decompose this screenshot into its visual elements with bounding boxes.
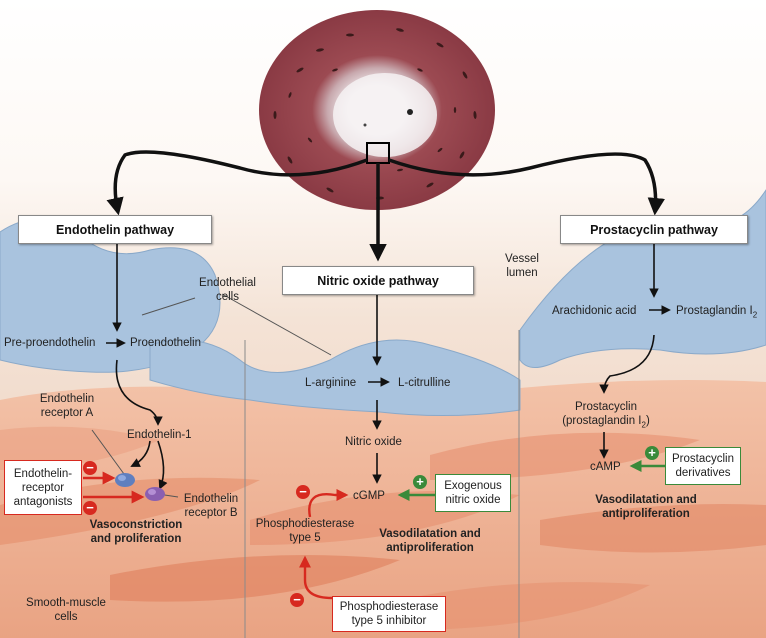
minus-sign-1: −	[83, 460, 97, 475]
svg-text:−: −	[86, 460, 94, 475]
l-citrulline-label: L-citrulline	[398, 377, 451, 389]
vasodilatation-no-label: Vasodilatation and antiproliferation	[379, 528, 481, 554]
endothelin-receptor-b-label: Endothelin receptor B	[183, 493, 239, 519]
pde5-arrows	[299, 489, 349, 600]
svg-text:−: −	[86, 500, 94, 515]
exogenous-nitric-oxide-box: Exogenous nitric oxide	[435, 474, 511, 512]
stimulate-arrows	[397, 460, 665, 501]
pde5-inhibitor-box: Phosphodiesterase type 5 inhibitor	[332, 596, 446, 632]
minus-sign-pde5: −	[296, 484, 310, 499]
minus-sign-2: −	[83, 500, 97, 515]
prostacyclin-derivatives-box: Prostacyclin derivatives	[665, 447, 741, 485]
svg-text:+: +	[416, 474, 424, 489]
antagonist-arrows	[83, 471, 145, 504]
camp-label: cAMP	[590, 461, 621, 473]
prostacyclin-label: Prostacyclin (prostaglandin I2)	[562, 401, 650, 430]
receptor-a	[115, 473, 135, 487]
nitric-oxide-label: Nitric oxide	[345, 436, 402, 448]
prostacyclin-arrows	[599, 242, 671, 459]
endothelin-receptor-antagonists-box: Endothelin- receptor antagonists	[4, 460, 82, 515]
divider-lines	[244, 330, 520, 638]
endothelial-cells-label: Endothelial cells	[199, 277, 256, 303]
vessel-lumen-label: Vessel lumen	[505, 253, 539, 279]
pre-proendothelin-label: Pre-proendothelin	[4, 337, 96, 349]
endothelin-receptor-a-label: Endothelin receptor A	[39, 393, 95, 419]
smooth-muscle-cells-label: Smooth-muscle cells	[26, 597, 106, 623]
vasodilatation-pc-label: Vasodilatation and antiproliferation	[595, 494, 697, 520]
prostacyclin-pathway-title: Prostacyclin pathway	[560, 215, 748, 244]
svg-text:+: +	[648, 445, 656, 460]
no-arrows	[141, 290, 390, 484]
vessel-cross-section	[259, 10, 495, 210]
l-arginine-label: L-arginine	[305, 377, 357, 389]
prostaglandin-i2-label: Prostaglandin I2	[676, 305, 758, 320]
plus-sign-pc: +	[645, 445, 659, 460]
vasoconstriction-label: Vasoconstriction and proliferation	[89, 519, 183, 545]
plus-sign-no: +	[413, 474, 427, 489]
svg-text:−: −	[299, 484, 307, 499]
cgmp-label: cGMP	[353, 490, 385, 502]
nitric-oxide-pathway-title: Nitric oxide pathway	[282, 266, 474, 295]
minus-sign-pde5-inhibitor: −	[290, 592, 304, 607]
endothelin-arrows	[91, 242, 179, 498]
pde5-label: Phosphodiesterase type 5	[255, 518, 355, 544]
endothelin-pathway-title: Endothelin pathway	[18, 215, 212, 244]
endothelin-1-label: Endothelin-1	[127, 429, 192, 441]
arachidonic-acid-label: Arachidonic acid	[552, 305, 637, 317]
svg-text:−: −	[293, 592, 301, 607]
proendothelin-label: Proendothelin	[130, 337, 201, 349]
receptor-b	[145, 487, 165, 501]
branch-arrows	[106, 150, 666, 262]
